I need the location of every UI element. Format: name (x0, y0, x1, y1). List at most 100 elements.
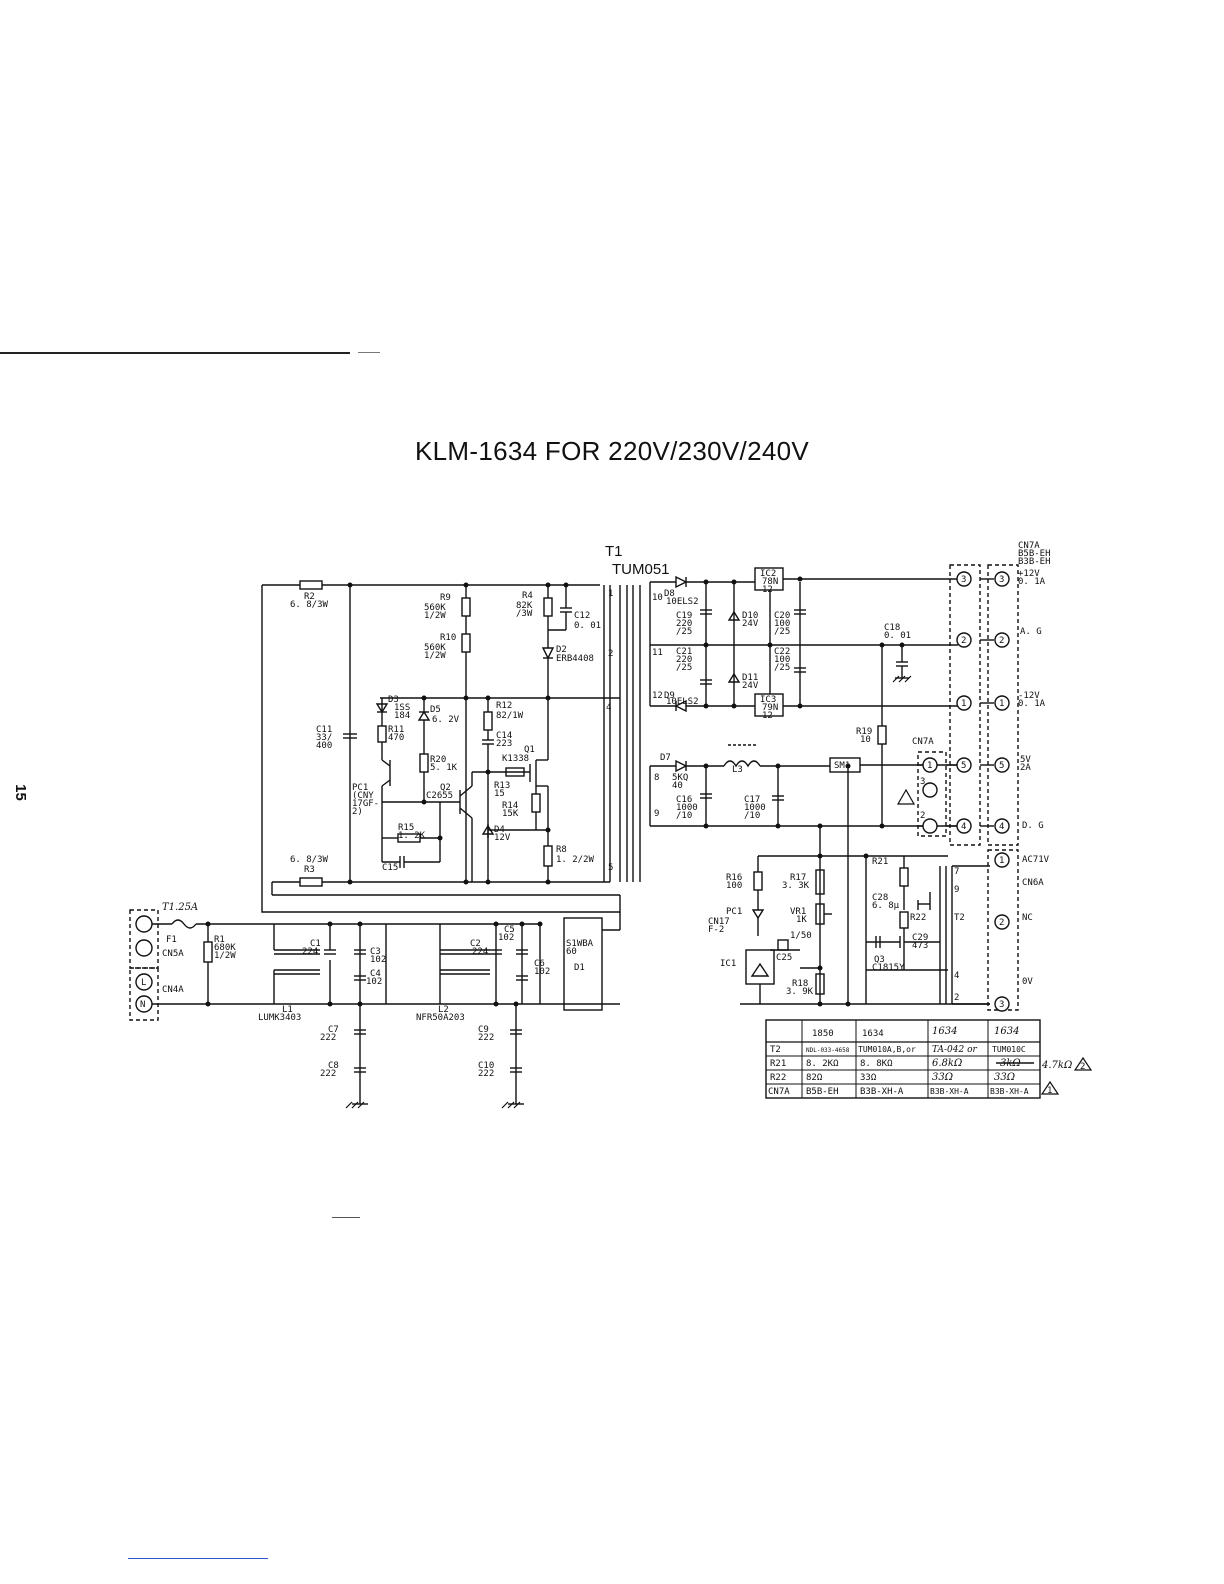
output-ac71v: AC71V (1022, 855, 1050, 865)
pin-9: 9 (654, 809, 659, 819)
table-cell-r1c3: 6.8kΩ (932, 1058, 962, 1069)
label-r10: R10 (440, 633, 456, 643)
label-c20-value: 100/25 (774, 619, 790, 637)
pin-c4b: 4 (999, 822, 1004, 832)
label-r21: R21 (872, 857, 888, 867)
label-c8: C8 (328, 1061, 339, 1071)
label-d2-value: ERB4408 (556, 654, 594, 664)
table-cell-r1c0: R21 (770, 1059, 786, 1069)
pin-pri-4: 4 (606, 703, 611, 713)
label-c29-value: 473 (912, 941, 928, 951)
table-cell-r1c1: 8. 2KΩ (806, 1059, 839, 1069)
label-c18: C18 (884, 623, 900, 633)
label-d10: D10 (742, 611, 758, 621)
label-d5: D5 (430, 705, 441, 715)
variant-table: 1850 1634 1634 1634 T2 NDL-033-4658 TUM0… (765, 1019, 1085, 1099)
label-t2: T2 (954, 913, 965, 923)
label-c17: C17 (744, 795, 760, 805)
table-header-1: 1850 (812, 1029, 834, 1039)
output-dg: D. G (1022, 821, 1044, 831)
label-q3-value: C1815Y (872, 963, 905, 973)
label-d9-value: 10ELS2 (666, 697, 699, 707)
warning-triangle-icon (1040, 1080, 1060, 1095)
pin-c5b: 5 (999, 761, 1004, 771)
label-d3: D3 (388, 695, 399, 705)
label-r13-value: 15 (494, 789, 505, 799)
pin-t2-2: 2 (954, 993, 959, 1003)
output-ov: 0V (1022, 977, 1033, 987)
label-c16-value: 1000/10 (676, 803, 698, 821)
terminal-l: L (141, 978, 146, 988)
table-cell-r2c0: R22 (770, 1073, 786, 1083)
pin-c4: 4 (961, 822, 966, 832)
pin-nc-2: 2 (999, 918, 1004, 928)
label-r12-value: 82/1W (496, 711, 524, 721)
label-c3: C3 (370, 947, 381, 957)
label-c22: C22 (774, 647, 790, 657)
label-pc1b: PC1 (726, 907, 742, 917)
label-d4-value: 12V (494, 833, 511, 843)
label-c9: C9 (478, 1025, 489, 1035)
label-r12: R12 (496, 701, 512, 711)
label-c12: C12 (574, 611, 590, 621)
label-c5: C5 (504, 925, 515, 935)
table-cell-r3c0: CN7A (768, 1087, 790, 1097)
label-f1: F1 (166, 935, 177, 945)
table-side-note: 4.7kΩ (1041, 1060, 1072, 1071)
table-header-2: 1634 (862, 1029, 884, 1039)
warning-triangle-icon (896, 788, 916, 805)
label-r13: R13 (494, 781, 510, 791)
label-f1-value: T1.25A (162, 902, 198, 913)
label-r1: R1 (214, 935, 225, 945)
label-c20: C20 (774, 611, 790, 621)
label-l2-value: NFR50A203 (416, 1013, 465, 1023)
label-d11: D11 (742, 673, 758, 683)
label-q2-value: C2655 (426, 791, 453, 801)
table-cell-r3c4: B3B-XH-A (990, 1087, 1029, 1096)
pin-cn7a-3: 3 (920, 777, 925, 787)
label-r14-value: 15K (502, 809, 519, 819)
top-rule (0, 352, 350, 354)
pin-11: 11 (652, 648, 663, 658)
label-r18-value: 3. 9K (786, 987, 814, 997)
label-r4-value: 82K/3W (516, 601, 533, 619)
pin-cn7a-2: 2 (920, 811, 925, 821)
label-c25: C25 (776, 953, 792, 963)
label-c21-value: 220/25 (676, 655, 692, 673)
table-cell-r2c1: 82Ω (806, 1073, 823, 1083)
label-r18: R18 (792, 979, 808, 989)
label-r17: R17 (790, 873, 806, 883)
warning-triangle-icon (1073, 1056, 1093, 1071)
output-ag: A. G (1020, 627, 1042, 637)
label-c28: C28 (872, 893, 888, 903)
ground-icon (345, 1101, 353, 1109)
table-cell-r3c1: B5B-EH (806, 1087, 839, 1097)
pin-c3b: 3 (999, 575, 1004, 585)
label-c6: C6 (534, 959, 545, 969)
label-r16-value: 100 (726, 881, 742, 891)
label-c17-value: 1000/10 (744, 803, 766, 821)
label-c7-value: 222 (320, 1033, 336, 1043)
label-c6-value: 102 (534, 967, 550, 977)
label-r19-value: 10 (860, 735, 871, 745)
label-r15-value: 1. 2K (398, 831, 426, 841)
label-vr1-value: 1K (796, 915, 807, 925)
label-r17-value: 3. 3K (782, 881, 810, 891)
pin-t2-9: 9 (954, 885, 959, 895)
ground-icons (345, 675, 912, 1109)
label-r3: R3 (304, 865, 315, 875)
label-r14: R14 (502, 801, 518, 811)
label-c15: C15 (382, 863, 398, 873)
label-r11: R11 (388, 725, 404, 735)
label-r9: R9 (440, 593, 451, 603)
table-header-4: 1634 (994, 1026, 1019, 1037)
label-d9: D9 (664, 691, 675, 701)
label-sm1: SM1 (834, 761, 850, 771)
label-r8: R8 (556, 845, 567, 855)
